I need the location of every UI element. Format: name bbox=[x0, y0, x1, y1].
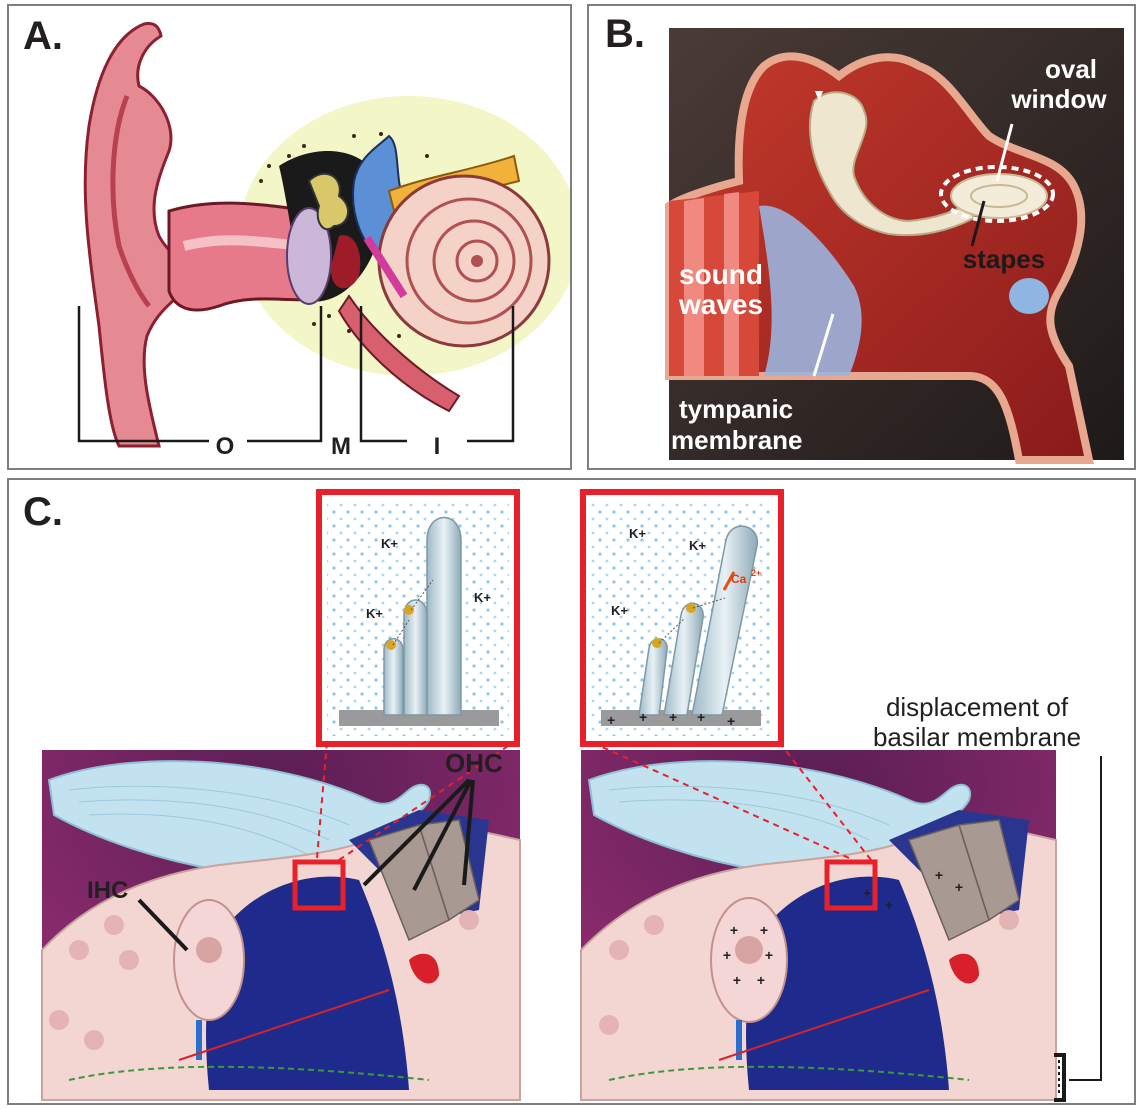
svg-text:+: + bbox=[639, 709, 647, 725]
stereocilium-short bbox=[384, 639, 403, 715]
ion-k-2: K+ bbox=[366, 606, 383, 621]
ion-ca-charge: 2+ bbox=[751, 568, 761, 578]
svg-text:+: + bbox=[757, 972, 765, 988]
label-middle: M bbox=[331, 433, 351, 460]
cochlea bbox=[379, 176, 549, 346]
svg-text:+: + bbox=[760, 922, 768, 938]
svg-text:+: + bbox=[885, 897, 893, 913]
ear-anatomy-illustration: O M I bbox=[9, 6, 570, 468]
displacement-pointer bbox=[1069, 756, 1101, 1080]
label-ihc: IHC bbox=[87, 877, 128, 904]
label-tympanic-line1: tympanic bbox=[679, 394, 793, 424]
stapes-footplate bbox=[951, 174, 1047, 218]
label-sound-waves-line1: sound bbox=[679, 259, 763, 290]
stereocilium-mid bbox=[404, 600, 427, 715]
panel-c: C. bbox=[7, 478, 1136, 1105]
ion-k-4: K+ bbox=[629, 526, 646, 541]
svg-text:+: + bbox=[669, 709, 677, 725]
label-displacement-line2: basilar membrane bbox=[873, 722, 1081, 752]
ion-k-5: K+ bbox=[689, 538, 706, 553]
svg-text:+: + bbox=[733, 972, 741, 988]
label-ohc: OHC bbox=[445, 748, 503, 778]
svg-text:+: + bbox=[730, 922, 738, 938]
ion-k-1: K+ bbox=[381, 536, 398, 551]
svg-text:+: + bbox=[727, 713, 735, 729]
stereocilium-tall bbox=[427, 518, 461, 716]
label-outer: O bbox=[216, 433, 235, 460]
hair-cell-illustration: + + + + + + + + + + bbox=[9, 480, 1134, 1103]
svg-text:+: + bbox=[765, 947, 773, 963]
label-oval-window-line2: window bbox=[1010, 84, 1107, 114]
label-stapes: stapes bbox=[963, 244, 1045, 274]
svg-text:+: + bbox=[935, 867, 943, 883]
ion-ca: Ca bbox=[731, 572, 747, 586]
cochlea-section-right: + + + + + + + + + + bbox=[581, 750, 1056, 1100]
panel-a: A. bbox=[7, 4, 572, 470]
label-sound-waves-line2: waves bbox=[678, 289, 763, 320]
svg-text:+: + bbox=[697, 709, 705, 725]
label-tympanic-line2: membrane bbox=[671, 425, 803, 455]
zoom-inset-right: K+ K+ K+ Ca 2+ + + + + + bbox=[583, 492, 781, 744]
svg-text:+: + bbox=[723, 947, 731, 963]
label-inner: I bbox=[434, 433, 441, 460]
zoom-inset-left: K+ K+ K+ bbox=[319, 492, 517, 744]
svg-text:+: + bbox=[955, 879, 963, 895]
svg-text:+: + bbox=[863, 885, 871, 901]
panel-b: B. bbox=[587, 4, 1136, 470]
round-window bbox=[1009, 278, 1049, 314]
ion-k-6: K+ bbox=[611, 603, 628, 618]
ion-k-3: K+ bbox=[474, 590, 491, 605]
svg-text:+: + bbox=[607, 712, 615, 728]
label-oval-window-line1: oval bbox=[1045, 54, 1097, 84]
label-displacement-line1: displacement of bbox=[886, 692, 1069, 722]
middle-ear-illustration: oval window stapes sound waves tympanic … bbox=[589, 6, 1134, 468]
